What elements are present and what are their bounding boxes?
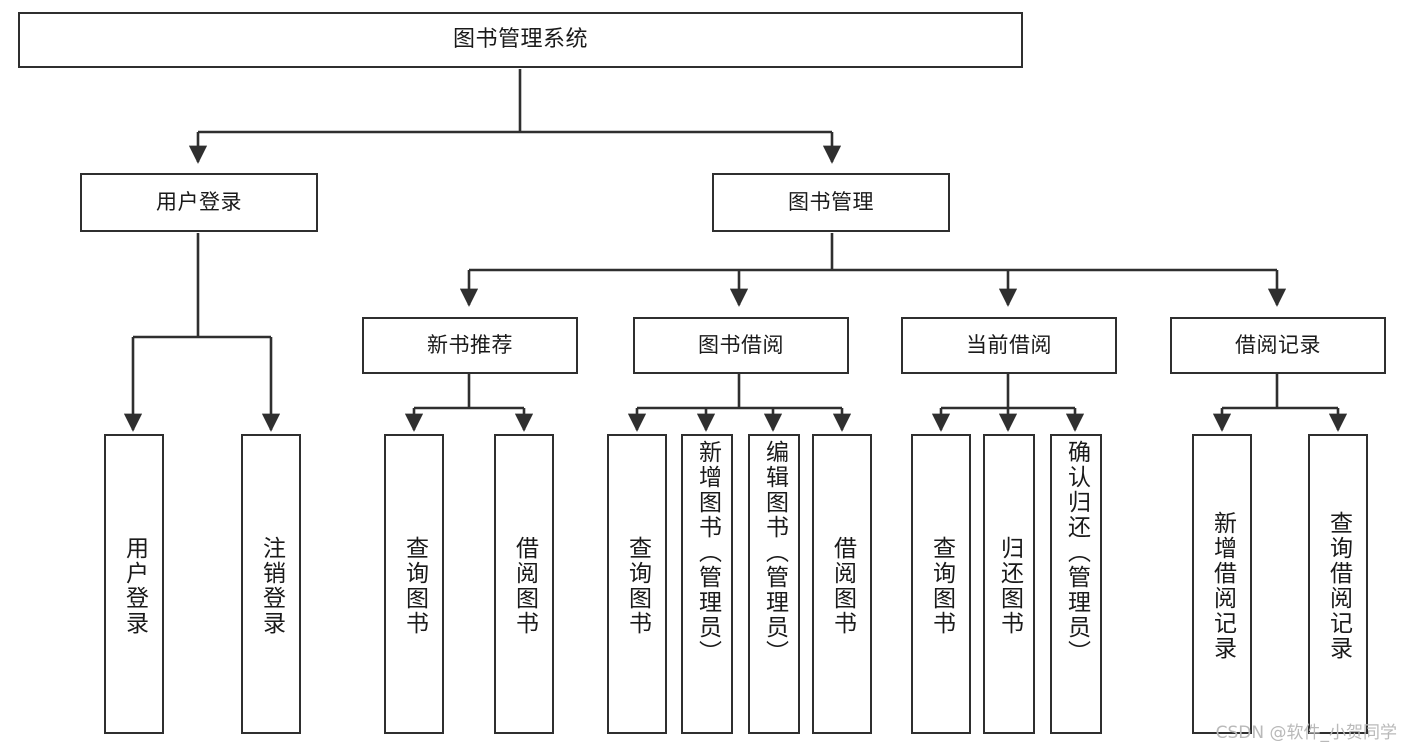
node-label: 查询图书 [401, 536, 428, 636]
node-label: 编辑图书（管理员） [761, 440, 788, 665]
leaf-record-query-borrow-record[interactable]: 查询借阅记录 [1308, 434, 1368, 734]
leaf-borrow-borrow-book[interactable]: 借阅图书 [812, 434, 872, 734]
leaf-borrow-query-book[interactable]: 查询图书 [607, 434, 667, 734]
leaf-user-login-login[interactable]: 用户登录 [104, 434, 164, 734]
node-user-login[interactable]: 用户登录 [80, 173, 318, 232]
node-label: 图书管理 [788, 190, 874, 215]
leaf-new-book-query-book[interactable]: 查询图书 [384, 434, 444, 734]
node-label: 当前借阅 [966, 333, 1052, 358]
node-label: 新增图书（管理员） [694, 440, 721, 665]
leaf-borrow-edit-book-admin[interactable]: 编辑图书（管理员） [748, 434, 800, 734]
node-borrow-record[interactable]: 借阅记录 [1170, 317, 1386, 374]
leaf-user-login-logout[interactable]: 注销登录 [241, 434, 301, 734]
node-label: 新书推荐 [427, 333, 513, 358]
node-label: 新增借阅记录 [1209, 511, 1236, 661]
leaf-borrow-add-book-admin[interactable]: 新增图书（管理员） [681, 434, 733, 734]
node-label: 查询图书 [928, 536, 955, 636]
node-current-borrow[interactable]: 当前借阅 [901, 317, 1117, 374]
node-label: 借阅图书 [829, 536, 856, 636]
node-label: 借阅记录 [1235, 333, 1321, 358]
node-book-management[interactable]: 图书管理 [712, 173, 950, 232]
node-label: 查询借阅记录 [1325, 511, 1352, 661]
node-label: 用户登录 [121, 536, 148, 636]
node-label: 借阅图书 [511, 536, 538, 636]
node-label: 图书借阅 [698, 333, 784, 358]
node-label: 图书管理系统 [452, 27, 588, 53]
leaf-current-confirm-return-admin[interactable]: 确认归还（管理员） [1050, 434, 1102, 734]
node-label: 用户登录 [156, 190, 242, 215]
node-label: 归还图书 [996, 536, 1023, 636]
node-root-book-management-system[interactable]: 图书管理系统 [18, 12, 1023, 68]
node-label: 查询图书 [624, 536, 651, 636]
node-label: 确认归还（管理员） [1063, 440, 1090, 665]
node-new-book-recommend[interactable]: 新书推荐 [362, 317, 578, 374]
leaf-current-return-book[interactable]: 归还图书 [983, 434, 1035, 734]
leaf-record-add-borrow-record[interactable]: 新增借阅记录 [1192, 434, 1252, 734]
leaf-current-query-book[interactable]: 查询图书 [911, 434, 971, 734]
node-label: 注销登录 [258, 536, 285, 636]
csdn-watermark: CSDN @软件_小贺同学 [1215, 723, 1397, 743]
leaf-new-book-borrow-book[interactable]: 借阅图书 [494, 434, 554, 734]
node-book-borrow[interactable]: 图书借阅 [633, 317, 849, 374]
